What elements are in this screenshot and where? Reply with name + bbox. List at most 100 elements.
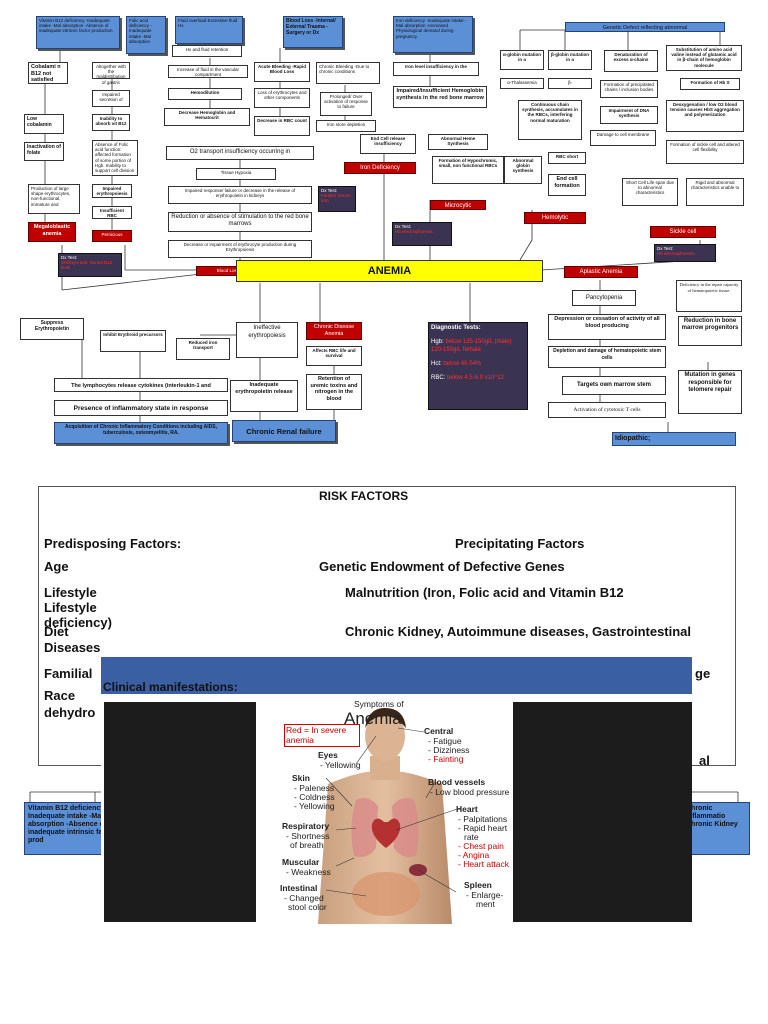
- sickle-cell-box: Sickle cell: [650, 226, 716, 238]
- inability-absorb-box: Inability to absorb vit B12: [92, 114, 130, 131]
- insufficient-rbc-box: Insufficient RBC: [92, 206, 132, 219]
- deficiency-repair-box: Deficiency in the repair capacity of hem…: [676, 280, 742, 312]
- risk-lifestyle-sub: Lifestyle deficiency): [44, 600, 112, 630]
- rigid-abnormal-box: Rigid and abnormal characteristics unabl…: [686, 178, 744, 206]
- suppress-epo-box: Suppress Erythropoietin: [20, 318, 84, 340]
- hemodilution-box: Hemodilution: [168, 88, 242, 100]
- abnormal-heme-box: Abnormal Heme Synthesis: [428, 134, 488, 150]
- blood-loss-box: Blood Loss -Internal/ External Trauma -S…: [283, 16, 343, 48]
- poster-central-1: - Fatigue: [428, 736, 462, 746]
- iron-store-box: Iron store depletion: [316, 120, 376, 132]
- iron-deficiency-box: Iron Deficiency: [344, 162, 416, 174]
- short-cell-life-box: Short Cell Life span due to abnormal cha…: [622, 178, 678, 206]
- poster-intestinal-1: - Changed: [284, 893, 324, 903]
- poster-intestinal-2: stool color: [288, 902, 327, 912]
- reduced-iron-box: Reduced iron transport: [176, 338, 230, 360]
- impaired-hgb-box: Impaired/insufficient Hemoglobin synthes…: [393, 86, 487, 108]
- decrease-rbc-box: Decrease in RBC count: [254, 116, 310, 136]
- vitb12-causes-box: Vitamin B12 deficiency -Inadequate intak…: [36, 16, 120, 49]
- poster-blood-vessels-1: - Low blood pressure: [430, 787, 510, 797]
- hgb-label: Hgb:: [431, 339, 444, 345]
- poster-heart-2: - Rapid heart: [458, 823, 508, 833]
- poster-skin: Skin: [292, 773, 310, 783]
- depression-box: Depression or cessation of activity of a…: [548, 314, 666, 340]
- pancytopenia-box: Pancytopenia: [572, 290, 636, 306]
- iron-level-box: Iron level insufficiency in the: [393, 62, 479, 76]
- poster-muscular: Muscular: [282, 857, 320, 867]
- body-illustration: [318, 708, 461, 924]
- continuous-chain-box: Continuous chain synthesis, accumulates …: [518, 100, 582, 140]
- formation-inclusion-box: Formation of precipitated chains / inclu…: [600, 80, 658, 98]
- cobalamin-box: Cobalami n B12 not satisfied: [28, 62, 68, 84]
- formation-hypo-box: Formation of Hypochromic, small, non fun…: [432, 156, 504, 184]
- risk-factors-panel: RISK FACTORS Predisposing Factors: Preci…: [38, 486, 736, 768]
- poster-respiratory-2: of breath: [290, 840, 324, 850]
- risk-genetic: Genetic Endowment of Defective Genes: [319, 559, 565, 574]
- mutation-genes-box: Mutation in genes responsible for telome…: [678, 370, 742, 414]
- clinical-title: Clinical manifestations:: [103, 680, 238, 694]
- diagnostic-title: Diagnostic Tests:: [431, 325, 481, 331]
- chronic-renal-box: Chronic Renal failure: [232, 420, 336, 442]
- dx-test-right-box: Dx Test: Hb electrophoresis: [654, 244, 716, 262]
- anemia-concept-map: Vitamin B12 deficiency -Inadequate intak…: [0, 0, 768, 450]
- chronic-disease-anemia-box: Chronic Disease Anemia: [306, 322, 362, 340]
- absorption-box: Altogether with the maldistribution of g…: [92, 62, 130, 85]
- genetic-defect-box: Genetic Defect reflecting abnormal: [565, 22, 725, 32]
- inadequate-epo-box: Inadequate erythropoietin release: [230, 380, 298, 412]
- decrease-hgb-box: Decrease Hemoglobin and Hematocrit: [164, 108, 250, 126]
- rbc-short-box: RBC short: [548, 152, 586, 164]
- hct-value: below 40-54%: [443, 361, 482, 367]
- poster-blood-vessels: Blood vessels: [428, 777, 486, 787]
- inactivation-folate-box: Inactivation of folate: [24, 142, 64, 161]
- presence-inflam-box: Presence of inflammatory state in respon…: [54, 400, 228, 416]
- hx-fluid-box: Hx and fluid retention: [172, 45, 242, 57]
- reduction-stim-box: Reduction or absence of stimulation to t…: [168, 212, 312, 232]
- rbc-label: RBC:: [431, 375, 446, 381]
- hct-label: Hct:: [431, 361, 442, 367]
- damage-cell-box: Damage to cell membrane: [590, 130, 656, 146]
- dark-panel-left: [104, 702, 256, 922]
- risk-trailing-2: al: [699, 753, 710, 768]
- dx-test-value: Shilling's test, Serum B12 level: [61, 260, 113, 271]
- poster-intestinal: Intestinal: [280, 883, 318, 893]
- depletion-box: Depletion and damage of hematopoietic st…: [548, 346, 666, 368]
- acute-bleeding-box: Acute Bleeding -Rapid Blood Loss: [254, 62, 310, 82]
- risk-race: Race: [44, 688, 76, 703]
- dx-test-label: Dx Test:: [61, 255, 78, 260]
- dx-test-label: Dx Test:: [321, 188, 338, 193]
- absence-folic-box: Absence of Folic acid function: affected…: [92, 140, 138, 176]
- impaired-secretion-box: Impaired secretion of: [92, 90, 130, 107]
- substitution-box: Substitution of amino acid valine instea…: [666, 45, 742, 71]
- predisposing-label: Predisposing Factors:: [44, 536, 182, 551]
- end-cell-box: End Cell release insufficiency: [360, 134, 416, 154]
- end-cell-formation-box: End cell formation: [548, 174, 586, 196]
- hemolytic-box: Hemolytic: [524, 212, 586, 224]
- lymphocytes-box: The lymphocytes release cytokines (inter…: [54, 378, 228, 392]
- poster-respiratory: Respiratory: [282, 821, 330, 831]
- dx-test-iron-box: Dx Test: Ferritin/ Serum iron: [318, 186, 356, 212]
- dark-panel-right: [513, 702, 692, 922]
- dx-test-mid2-box: Dx Test: Hb electrophoresis: [392, 222, 452, 246]
- anemia-center-box: ANEMIA: [236, 260, 543, 282]
- poster-eyes-1: - Yellowing: [320, 760, 361, 770]
- poster-heading-small: Symptoms of: [354, 699, 404, 709]
- poster-heart-4: - Chest pain: [458, 841, 504, 851]
- poster-central-3: - Fainting: [428, 754, 464, 764]
- impairment-dna-box: Impairment of DNA synthesis: [600, 106, 658, 124]
- thalassemia-box: α-Thalassemia: [500, 78, 544, 89]
- affects-rbc-box: Affects RBC life and survival: [306, 346, 362, 366]
- decrease-impair-box: Decrease or impairment of erythrocyte pr…: [168, 240, 312, 258]
- poster-heart-6: - Heart attack: [458, 859, 510, 869]
- poster-heading-big: Anemia: [344, 709, 402, 728]
- chronic-bleeding-box: Chronic Bleeding -Due to chronic conditi…: [316, 62, 380, 84]
- deoxygenation-box: Deoxygenation / low O2 blood tension cau…: [666, 100, 744, 132]
- risk-diseases: Diseases: [44, 640, 101, 655]
- risk-malnutrition: Malnutrition (Iron, Folic acid and Vitam…: [345, 585, 624, 600]
- formation-sickle-box: Formation of sickle cell and altered cel…: [666, 140, 744, 164]
- loss-erythro-box: Loss of erythrocytes and other component…: [254, 88, 310, 108]
- beta-mutation-box: β-globin mutation in a: [548, 50, 592, 70]
- beta-box: β-: [548, 78, 592, 89]
- poster-muscular-1: - Weakness: [286, 867, 331, 877]
- bottom-chronic-box: Chronic inflammatio Chronic Kidney: [682, 802, 750, 855]
- microcytic-box: Microcytic: [430, 200, 486, 210]
